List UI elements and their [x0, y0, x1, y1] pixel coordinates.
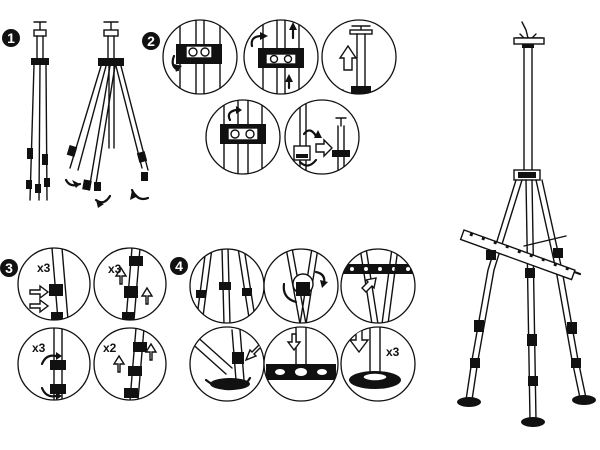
detail-tray-legs	[189, 248, 265, 324]
step-3-badge: 3	[0, 259, 18, 277]
detail-attach-holder	[284, 99, 360, 175]
step-1-number: 1	[7, 30, 15, 46]
multiplier-label: x3	[32, 341, 46, 355]
step-1-badge: 1	[2, 29, 20, 47]
step-4: 4	[170, 248, 416, 402]
step-2: 2	[142, 19, 397, 175]
assembled-easel	[457, 21, 596, 427]
multiplier-label: x3	[37, 261, 51, 275]
detail-twist-lock: x3	[17, 327, 91, 401]
detail-foot-final: x3	[340, 326, 416, 402]
detail-tray-knob	[263, 248, 339, 324]
detail-foot-press	[263, 326, 339, 402]
detail-foot-insert	[189, 326, 265, 402]
step-2-badge: 2	[142, 32, 160, 50]
detail-push-sections: x2	[93, 327, 167, 401]
detail-extend-legs: x3	[17, 247, 91, 321]
detail-unlock-head	[162, 19, 238, 95]
multiplier-label: x3	[108, 262, 122, 276]
multiplier-label: x2	[103, 341, 117, 355]
step-1: 1	[2, 21, 150, 208]
step-2-number: 2	[147, 33, 155, 49]
detail-raise-column	[321, 19, 397, 95]
step-3: 3 x3 x3	[0, 247, 167, 401]
multiplier-label: x3	[386, 345, 400, 359]
step-4-number: 4	[175, 258, 183, 274]
detail-lock-head	[205, 99, 281, 175]
step-4-badge: 4	[170, 257, 188, 275]
detail-close-lever: x3	[93, 247, 167, 321]
step-3-number: 3	[5, 260, 13, 276]
detail-tray-mount	[340, 248, 416, 324]
folded-tripod	[26, 21, 50, 201]
detail-lift-head	[243, 19, 319, 95]
spreading-tripod	[64, 21, 150, 208]
